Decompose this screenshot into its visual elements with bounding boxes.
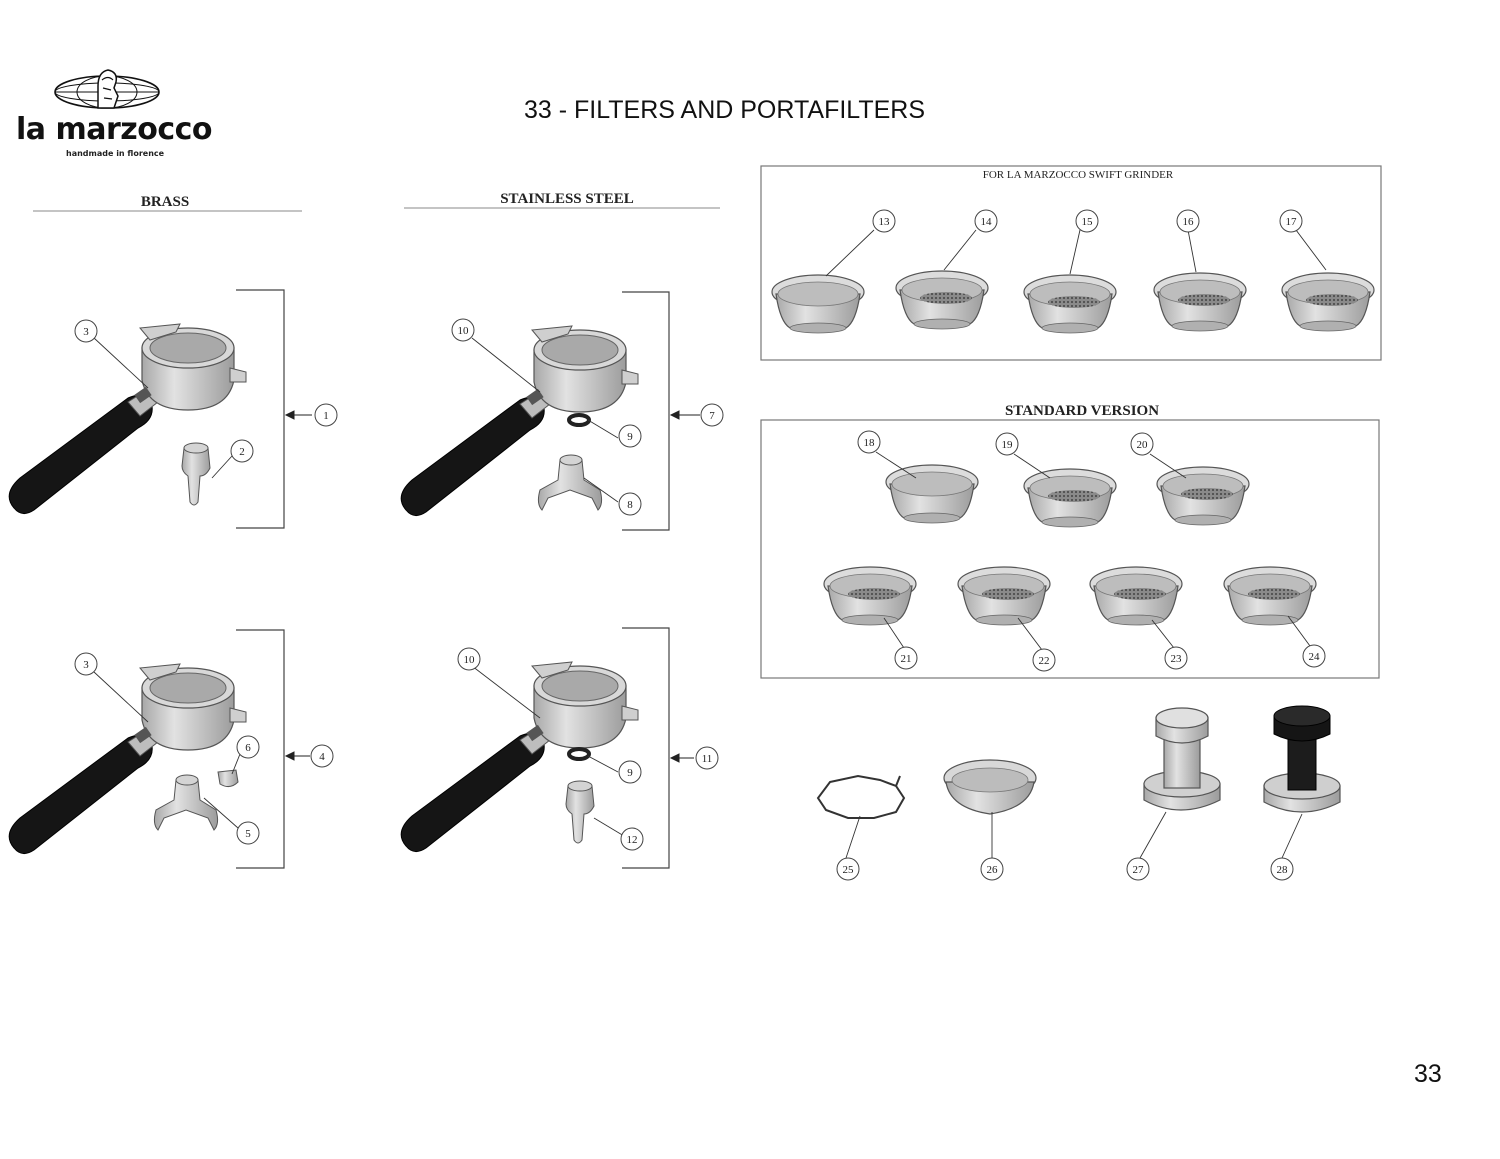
callout-15: 15 <box>1082 216 1094 228</box>
basket-16 <box>1154 273 1246 331</box>
basket-24 <box>1224 567 1316 625</box>
callout-14: 14 <box>981 216 993 228</box>
callout-19: 19 <box>1002 439 1014 451</box>
callout-1: 1 <box>323 410 329 422</box>
callout-13: 13 <box>879 216 891 228</box>
callout-16: 16 <box>1183 216 1195 228</box>
callout-7: 7 <box>709 410 715 422</box>
basket-22 <box>958 567 1050 625</box>
basket-20 <box>1157 467 1249 525</box>
basket-23 <box>1090 567 1182 625</box>
callout-3b: 3 <box>83 659 89 671</box>
basket-14 <box>896 271 988 329</box>
spring-25 <box>816 774 906 819</box>
spout-8 <box>537 454 603 511</box>
callout-20: 20 <box>1137 439 1149 451</box>
callout-28: 28 <box>1277 864 1289 876</box>
ring-9b <box>567 747 591 761</box>
callout-23: 23 <box>1171 653 1183 665</box>
callout-10a: 10 <box>458 325 470 337</box>
brand-logo: la marzocco handmade in florence <box>14 66 213 161</box>
callout-24: 24 <box>1309 651 1321 663</box>
section-brass-header: BRASS <box>141 194 189 210</box>
brand-tagline: handmade in florence <box>66 149 165 158</box>
callout-25: 25 <box>843 864 855 876</box>
spout-2 <box>181 442 211 506</box>
blind-filter-26 <box>943 759 1037 815</box>
ring-9a <box>567 413 591 427</box>
globe-lion-icon <box>54 69 160 109</box>
callout-6: 6 <box>245 742 251 754</box>
brass-portafilter-double <box>8 663 247 855</box>
callout-18: 18 <box>864 437 876 449</box>
basket-19 <box>1024 469 1116 527</box>
callout-22: 22 <box>1039 655 1050 667</box>
callout-8: 8 <box>627 499 633 511</box>
standard-version-panel <box>760 419 1380 679</box>
brass-portafilter-single <box>8 323 247 515</box>
swift-grinder-panel <box>760 165 1382 361</box>
callout-5: 5 <box>245 828 251 840</box>
callout-12: 12 <box>627 834 638 846</box>
callout-17: 17 <box>1286 216 1298 228</box>
cap-6 <box>217 769 239 788</box>
basket-21 <box>824 567 916 625</box>
section-swift-header: FOR LA MARZOCCO SWIFT GRINDER <box>983 169 1174 181</box>
section-standard-header: STANDARD VERSION <box>1005 403 1159 419</box>
callout-27: 27 <box>1133 864 1145 876</box>
spout-12 <box>565 780 595 844</box>
callout-9a: 9 <box>627 431 633 443</box>
callout-2: 2 <box>239 446 245 458</box>
page-title: 33 - FILTERS AND PORTAFILTERS <box>524 96 926 124</box>
callout-4: 4 <box>319 751 325 763</box>
callout-3a: 3 <box>83 326 89 338</box>
tamper-27 <box>1143 707 1221 811</box>
brand-name: la marzocco <box>16 112 213 147</box>
callout-26: 26 <box>987 864 999 876</box>
spout-5 <box>153 774 219 831</box>
callout-10b: 10 <box>464 654 476 666</box>
callout-21: 21 <box>901 653 912 665</box>
stainless-portafilter-single <box>400 325 639 517</box>
basket-15 <box>1024 275 1116 333</box>
tamper-28 <box>1263 705 1341 813</box>
callout-9b: 9 <box>627 767 633 779</box>
basket-13 <box>771 274 865 334</box>
page-number: 33 <box>1414 1060 1442 1088</box>
basket-18 <box>885 464 979 524</box>
callout-11: 11 <box>702 753 713 765</box>
section-stainless-header: STAINLESS STEEL <box>500 191 634 207</box>
basket-17 <box>1282 273 1374 331</box>
